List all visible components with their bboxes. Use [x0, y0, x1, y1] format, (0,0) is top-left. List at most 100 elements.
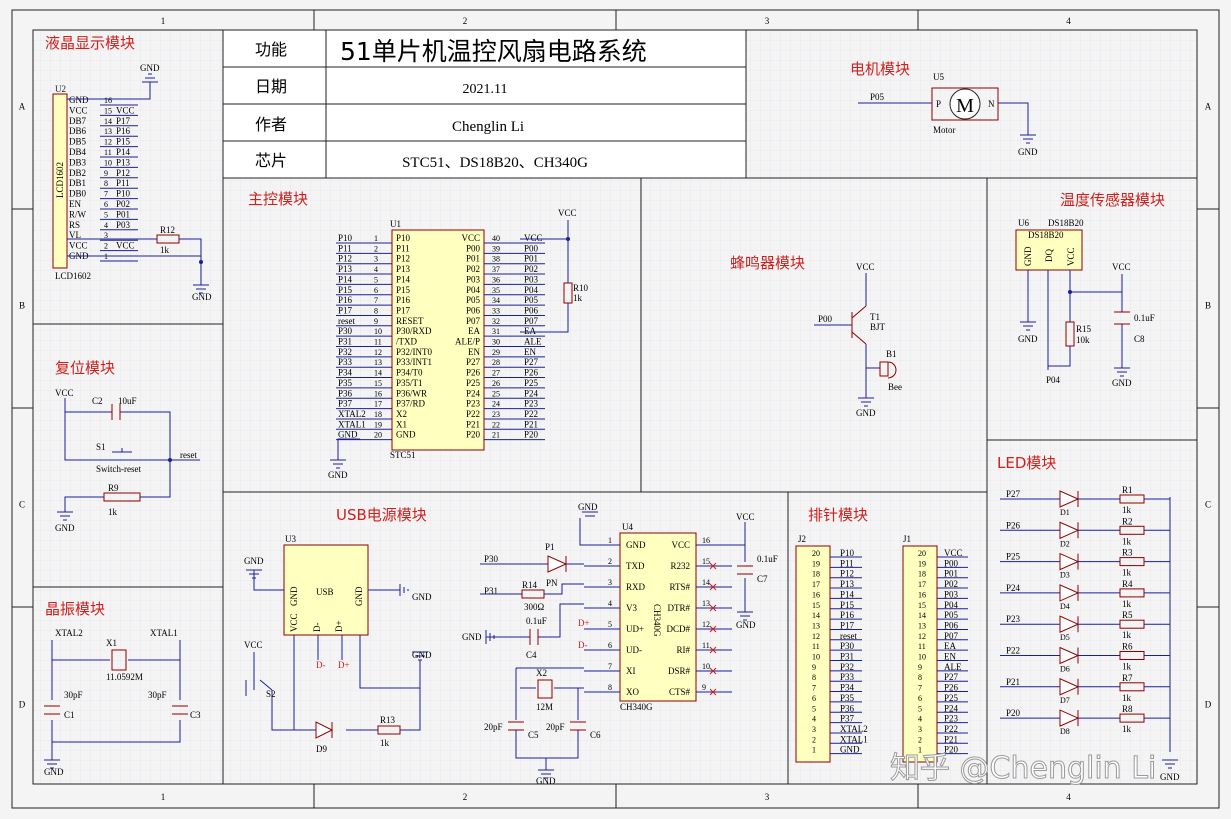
mcu-right-pin: P20: [466, 430, 481, 440]
r13-body: [377, 725, 401, 735]
mcu-left-pin: P17: [396, 305, 411, 315]
lcd-footer: LCD1602: [55, 271, 91, 281]
lcd-pin-number: 5: [104, 210, 108, 219]
led-net: P20: [1006, 708, 1021, 718]
j2-net: P13: [840, 579, 855, 589]
j1-pin-number: 8: [918, 673, 922, 682]
mcu-right-num: 37: [492, 265, 500, 274]
j2-pin-number: 6: [812, 694, 816, 703]
b1-symbol: [879, 361, 897, 379]
title-label-author: 作者: [255, 115, 287, 134]
mcu-right-pin: P01: [466, 254, 480, 264]
j2-net: P33: [840, 672, 855, 682]
s1-ref: S1: [96, 442, 106, 452]
x1-value: 11.0592M: [106, 672, 143, 682]
u3-name: USB: [316, 587, 334, 597]
lcd-net-label: P15: [116, 137, 131, 147]
page-title: 51单片机温控风扇电路系统: [340, 37, 647, 66]
border-row-label-left: C: [19, 500, 25, 510]
mcu-left-num: 10: [374, 327, 382, 336]
led-resistor-ref: R5: [1122, 610, 1133, 620]
lcd-ref: U2: [55, 84, 66, 94]
mcu-right-net: P00: [524, 243, 539, 253]
no-connect-mark: [709, 646, 717, 654]
j1-net: VCC: [944, 548, 963, 558]
usb-dp: D+: [338, 660, 350, 670]
lcd-pin-number: 15: [104, 106, 112, 115]
led-ref: D4: [1060, 602, 1070, 611]
led-ref: D2: [1060, 539, 1070, 548]
usb-wires: [253, 570, 421, 731]
ch340-right-pin: RI#: [677, 645, 691, 655]
j1-pin-number: 10: [918, 653, 926, 662]
led-resistor-value: 1k: [1122, 568, 1132, 578]
j1-net: EN: [944, 652, 956, 662]
u4-side-name: CH340G: [652, 604, 662, 637]
ch340-gnd-left-symbol: [485, 630, 495, 644]
j2-net: reset: [840, 631, 857, 641]
j1-pin-number: 11: [918, 642, 926, 651]
j2-pin-number: 11: [812, 642, 820, 651]
ch340-gnd-left: GND: [462, 632, 482, 642]
lcd-pin-number: 8: [104, 179, 108, 188]
mcu-left-num: 1: [374, 234, 378, 243]
mcu-left-pin: P35/T1: [396, 378, 423, 388]
c7-value: 0.1uF: [757, 554, 778, 564]
module-title-crystal: 晶振模块: [45, 600, 105, 618]
mcu-right-num: 34: [492, 296, 500, 305]
u6-pin-dq: DQ: [1044, 249, 1054, 262]
c8-ref: C8: [1134, 334, 1145, 344]
j1-net: P06: [944, 620, 959, 630]
lcd-pin-label: VCC: [69, 105, 88, 115]
j1-net: P20: [944, 745, 959, 755]
j2-pin-number: 15: [812, 601, 820, 610]
ch340-right-num: 9: [702, 683, 706, 692]
lcd-pin-number: 4: [104, 221, 108, 230]
j2-net: P37: [840, 714, 855, 724]
mcu-left-net: P30: [338, 326, 353, 336]
j1-net: P02: [944, 579, 958, 589]
title-chips: STC51、DS18B20、CH340G: [402, 155, 588, 171]
j2-pin-number: 12: [812, 632, 820, 641]
usb-dm: D-: [316, 660, 326, 670]
mcu-left-num: 9: [374, 317, 378, 326]
mcu-left-net: P35: [338, 378, 353, 388]
led-ref: D3: [1060, 571, 1070, 580]
ch340-right-num: 15: [702, 557, 710, 566]
j2-net: P17: [840, 620, 855, 630]
s1-symbol: [108, 448, 136, 461]
module-title-motor: 电机模块: [850, 60, 910, 78]
mcu-right-num: 39: [492, 244, 500, 253]
lcd-pin-label: DB5: [69, 137, 87, 147]
temp-gnd-right: GND: [1112, 378, 1132, 388]
mcu-left-pin: P11: [396, 243, 410, 253]
border-row-label-right: A: [1205, 102, 1212, 112]
mcu-right-num: 31: [492, 327, 500, 336]
motor-gnd: GND: [1018, 147, 1038, 157]
mcu-left-net: P17: [338, 305, 353, 315]
j2-net: P11: [840, 558, 854, 568]
j2-net: P32: [840, 662, 854, 672]
mcu-right-num: 21: [492, 431, 500, 440]
mcu-right-net: EA: [524, 326, 536, 336]
border-col-label-bottom: 2: [463, 792, 468, 802]
j2-pin-number: 1: [812, 746, 816, 755]
title-label-chip: 芯片: [255, 151, 287, 170]
u3-pin-dm: D-: [312, 623, 322, 633]
c4-ref: C4: [526, 650, 537, 660]
motor-body: [931, 87, 999, 121]
u3-body: [283, 544, 369, 636]
ch340-gnd-right-symbol: [737, 611, 753, 621]
r9-value: 1k: [108, 507, 118, 517]
motor-module: U5 P05 M P N Motor GND: [858, 72, 1038, 157]
j1-pin-number: 14: [918, 611, 926, 620]
led-ref: D1: [1060, 508, 1070, 517]
lcd-gnd-top: GND: [140, 63, 160, 73]
no-connect-mark: [709, 688, 717, 696]
mcu-right-net: P21: [524, 419, 538, 429]
mcu-right-num: 24: [492, 400, 500, 409]
j1-net: P22: [944, 724, 958, 734]
lcd-pin-number: 13: [104, 127, 112, 136]
j1-net: EA: [944, 641, 956, 651]
